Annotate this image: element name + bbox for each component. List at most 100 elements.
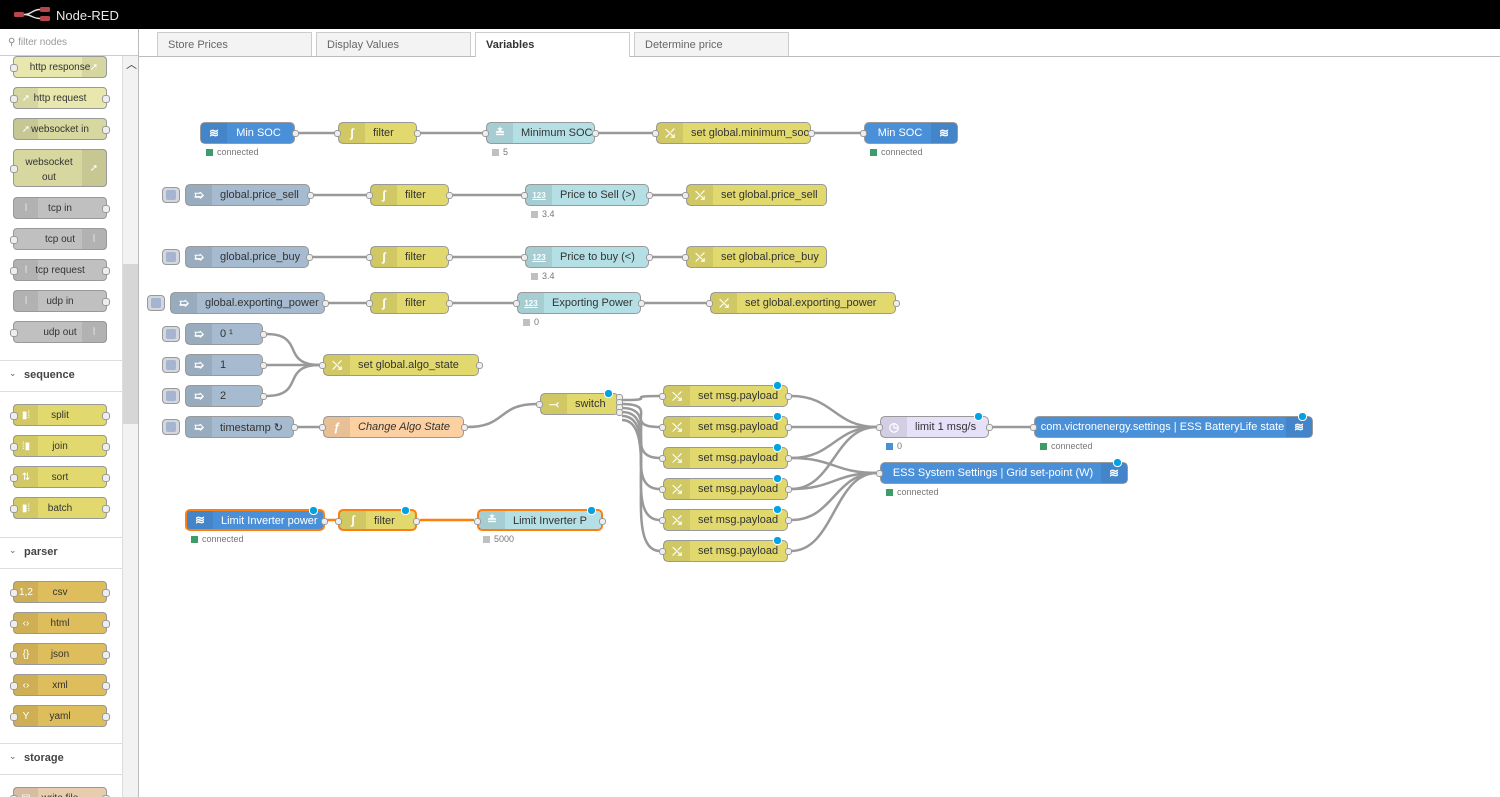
flow-node-payload2[interactable]: ⤯set msg.payload [659,443,792,469]
palette-node-batch[interactable]: ▮⁞batch [10,497,110,519]
output-port[interactable] [321,518,328,525]
inject-button[interactable] [162,357,180,373]
tab-variables[interactable]: Variables [475,32,630,57]
input-port[interactable] [482,130,489,137]
tab-display-values[interactable]: Display Values [316,32,471,56]
port[interactable] [102,412,110,420]
palette-search[interactable]: ⚲ filter nodes [0,29,138,56]
flow-node-payload3[interactable]: ⤯set msg.payload [659,474,792,500]
output-port[interactable] [413,518,420,525]
output-port[interactable] [292,130,299,137]
input-port[interactable] [652,130,659,137]
flow-node-inj1[interactable]: ➯1 [162,354,267,376]
input-port[interactable] [319,424,326,431]
port[interactable] [10,795,18,797]
input-port[interactable] [521,192,528,199]
output-port[interactable] [260,362,267,369]
palette-node-http-request[interactable]: ➚http request [10,87,110,109]
port[interactable] [102,795,110,797]
port[interactable] [102,126,110,134]
port[interactable] [10,329,18,337]
scrollbar-thumb[interactable] [123,264,138,424]
flow-node-filter3[interactable]: ∫filter [366,246,453,268]
input-port[interactable] [659,455,666,462]
palette-node-tcp-request[interactable]: ⦚tcp request [10,259,110,281]
flow-node-min-soc-out[interactable]: ≋Min SOC [860,122,958,144]
inject-button[interactable] [162,187,180,203]
input-port[interactable] [536,401,543,408]
port[interactable] [10,620,18,628]
flow-node-payload1[interactable]: ⤯set msg.payload [659,412,792,438]
inject-button[interactable] [162,388,180,404]
port[interactable] [102,713,110,721]
palette-category-parser[interactable]: ⌄parser [0,537,122,569]
port[interactable] [102,267,110,275]
flow-node-ess-grid[interactable]: ≋ESS System Settings | Grid set-point (W… [876,458,1128,484]
palette-node-http-response[interactable]: ➚http response [10,56,107,78]
flow-node-inj2[interactable]: ➯2 [162,385,267,407]
flow-node-price-sell-inject[interactable]: ➯global.price_sell [162,184,314,206]
input-port[interactable] [319,362,326,369]
palette-node-write-file[interactable]: ▤write file [10,787,110,797]
port[interactable] [10,236,18,244]
input-port[interactable] [521,254,528,261]
port[interactable] [10,505,18,513]
output-port[interactable] [446,192,453,199]
flow-node-set-price-buy[interactable]: ⤯set global.price_buy [682,246,827,268]
inject-button[interactable] [162,249,180,265]
output-port[interactable] [260,393,267,400]
output-port[interactable] [785,393,792,400]
input-port[interactable] [860,130,867,137]
port[interactable] [10,165,18,173]
input-port[interactable] [659,424,666,431]
palette-node-html[interactable]: ‹›html [10,612,110,634]
input-port[interactable] [682,254,689,261]
port[interactable] [10,267,18,275]
output-port[interactable] [785,455,792,462]
flow-node-filter5[interactable]: ∫filter [335,506,420,531]
port[interactable] [102,474,110,482]
flow-node-minimum-soc[interactable]: ≛Minimum SOC [482,122,599,144]
port[interactable] [10,589,18,597]
port[interactable] [10,412,18,420]
palette-node-udp-in[interactable]: ⦚udp in [13,290,110,312]
palette-category-storage[interactable]: ⌄storage [0,743,122,775]
flow-node-switch[interactable]: ⤙switch [536,389,623,416]
flow-node-min-soc-in[interactable]: ≋Min SOC [200,122,299,144]
input-port[interactable] [474,518,481,525]
flow-node-inj0[interactable]: ➯0 ¹ [162,323,267,345]
flow-node-filter1[interactable]: ∫filter [334,122,421,144]
input-port[interactable] [876,470,883,477]
input-port[interactable] [876,424,883,431]
output-port[interactable] [446,300,453,307]
flow-node-payload4[interactable]: ⤯set msg.payload [659,505,792,531]
output-port[interactable] [307,192,314,199]
palette-node-websocket-in[interactable]: ➚websocket in [13,118,110,140]
input-port[interactable] [659,393,666,400]
input-port[interactable] [659,486,666,493]
output-port[interactable] [461,424,468,431]
palette-node-join[interactable]: ⁞▮join [10,435,110,457]
flow-node-filter2[interactable]: ∫filter [366,184,453,206]
output-port[interactable] [986,424,993,431]
inject-button[interactable] [162,419,180,435]
flow-node-filter4[interactable]: ∫filter [366,292,453,314]
input-port[interactable] [335,518,342,525]
flow-node-payload5[interactable]: ⤯set msg.payload [659,536,792,562]
output-port[interactable] [322,300,329,307]
output-port[interactable] [638,300,645,307]
flow-node-set-min-soc[interactable]: ⤯set global.minimum_soc [652,122,815,144]
input-port[interactable] [334,130,341,137]
port[interactable] [10,95,18,103]
flow-node-set-export[interactable]: ⤯set global.exporting_power [706,292,900,314]
flow-node-limit-inv-num[interactable]: ≛Limit Inverter P [474,506,606,531]
port[interactable] [10,443,18,451]
port[interactable] [102,205,110,213]
chevron-up-icon[interactable]: ︿ [126,59,137,71]
output-port[interactable] [785,517,792,524]
input-port[interactable] [366,192,373,199]
output-port[interactable] [306,254,313,261]
port[interactable] [102,505,110,513]
